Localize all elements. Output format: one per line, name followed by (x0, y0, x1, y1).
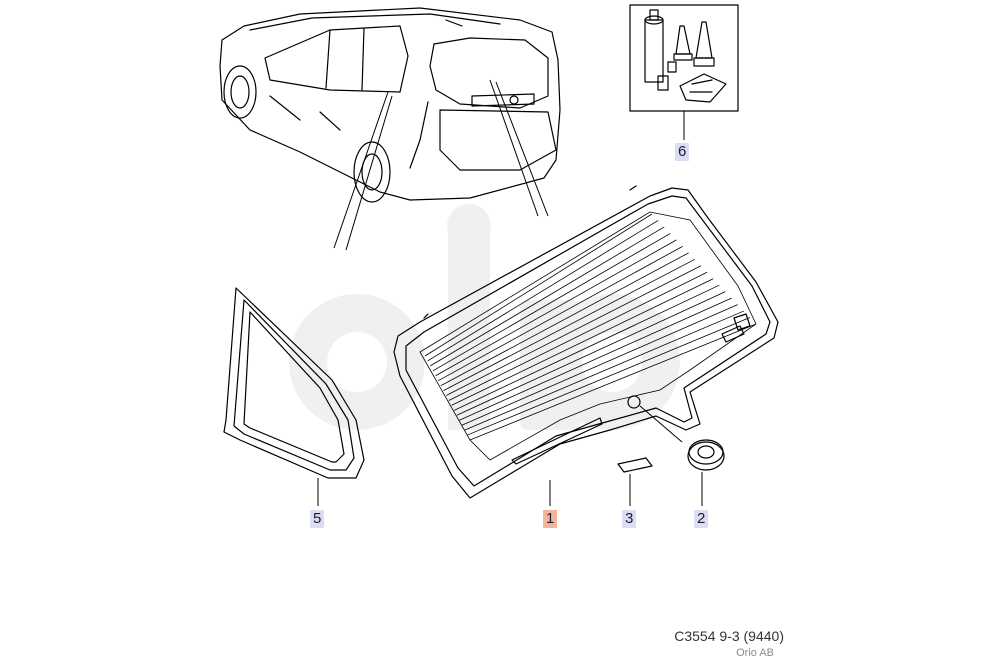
callout-2[interactable]: 2 (694, 510, 709, 528)
copyright-text: Orio AB (736, 647, 774, 659)
heater-line (459, 297, 732, 421)
heater-line (453, 284, 720, 411)
callout-1[interactable]: 1 (543, 510, 558, 528)
heater-line (427, 220, 659, 362)
callout-3[interactable]: 3 (622, 510, 637, 528)
leader-mirror-mount (639, 405, 683, 443)
leader-car-quarter-glass (333, 91, 389, 249)
heater-line (464, 310, 744, 431)
leader-car-rear-window (489, 79, 539, 217)
heater-line (448, 271, 708, 401)
heater-line (424, 213, 653, 357)
callout-5[interactable]: 5 (310, 510, 325, 528)
heater-line (432, 233, 671, 372)
heater-line (469, 323, 757, 441)
heater-line (445, 265, 702, 396)
grommet-illustration (687, 439, 725, 471)
heater-line (430, 226, 665, 367)
heater-line (461, 304, 738, 426)
callout-6[interactable]: 6 (675, 143, 690, 161)
diagram-code: C3554 9-3 (9440) (674, 628, 784, 644)
heater-line (443, 258, 696, 391)
heater-line (435, 239, 677, 377)
adhesive-pad-illustration (617, 457, 653, 473)
leader-car-rear-window-2 (495, 81, 549, 217)
heater-line (451, 278, 714, 406)
quarter-glass-illustration (223, 287, 365, 479)
car-illustration (219, 7, 561, 203)
heater-line (440, 252, 689, 386)
heater-line (438, 246, 683, 382)
adhesive-kit-illustration (629, 4, 739, 112)
heater-line (456, 291, 726, 416)
leader-car-quarter-glass-2 (345, 95, 393, 251)
heater-line (467, 317, 751, 436)
rear-window-illustration (393, 185, 779, 499)
